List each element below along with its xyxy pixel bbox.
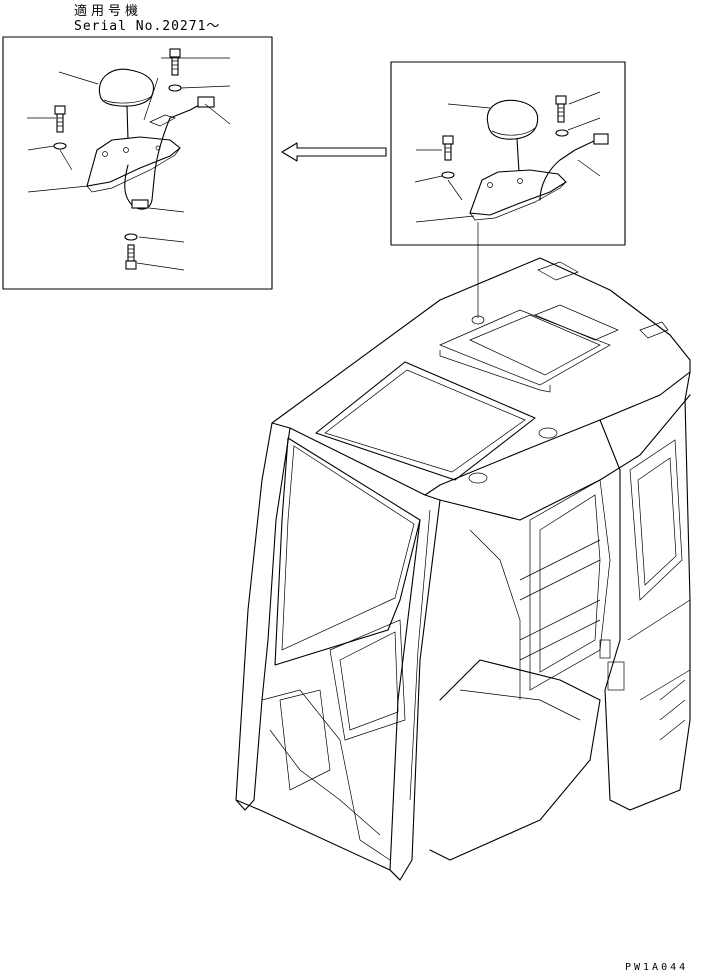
operator-cab: [235, 257, 691, 881]
bolt-icon: [169, 48, 181, 76]
bolt-icon: [555, 95, 567, 123]
beacon-lamp-icon: [486, 99, 539, 140]
beacon-lamp-icon: [98, 68, 155, 107]
washer-icon: [168, 84, 182, 92]
applicability-label: 適用号機: [74, 4, 143, 19]
bolt-icon: [125, 244, 137, 270]
detail-view-left: [2, 36, 273, 290]
drawing-code: PW1A044: [625, 962, 689, 973]
bolt-icon: [442, 135, 454, 161]
washer-icon: [441, 171, 455, 179]
harness-icon: [539, 139, 597, 201]
arrow-left-icon: [281, 142, 387, 162]
washer-icon: [124, 233, 138, 241]
bracket-icon: [86, 136, 181, 187]
bracket-icon: [469, 169, 567, 216]
washer-icon: [53, 142, 67, 150]
serial-number-label: Serial No.20271～: [74, 19, 221, 34]
washer-icon: [555, 129, 569, 137]
detail-view-right: [390, 61, 626, 318]
bolt-icon: [54, 105, 66, 133]
